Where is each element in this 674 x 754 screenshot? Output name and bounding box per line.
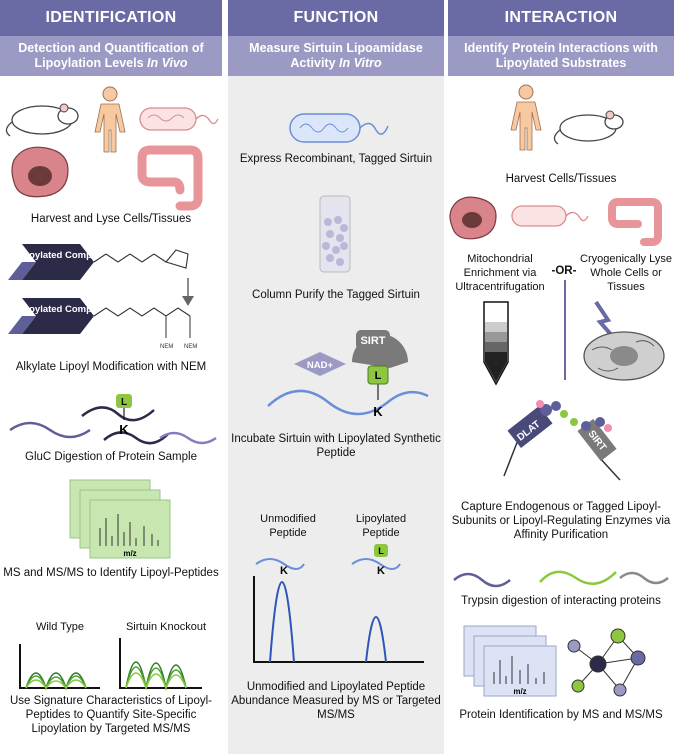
affinity-capture-illustration: DLAT SIRT xyxy=(503,400,621,481)
svg-text:NAD+: NAD+ xyxy=(307,360,334,371)
unmodified-peptide-label: Unmodified Peptide xyxy=(260,513,316,539)
step-harvest-cells: Harvest Cells/Tissues xyxy=(505,173,617,185)
function-subtitle: Measure Sirtuin Lipoamidase Activity In … xyxy=(228,36,444,76)
svg-text:m/z: m/z xyxy=(513,687,526,696)
bacterium-icon xyxy=(139,107,219,131)
step-harvest-lyse: Harvest and Lyse Cells/Tissues xyxy=(30,213,192,225)
centrifuge-tube-icon xyxy=(483,301,509,386)
digestion-illustration: L K xyxy=(9,394,217,445)
step-column-purify: Column Purify the Tagged Sirtuin xyxy=(252,289,420,301)
svg-text:K: K xyxy=(119,422,129,437)
option-ultracentrifugation: Mitochondrial Enrichment via Ultracentri… xyxy=(455,253,545,293)
svg-text:Lipoylated Complex: Lipoylated Complex xyxy=(15,304,106,315)
incubation-illustration: SIRT NAD+ L K xyxy=(267,330,429,419)
organisms-illustration xyxy=(5,86,219,211)
step-alkylate: Alkylate Lipoyl Modification with NEM xyxy=(15,361,207,373)
step-trypsin: Trypsin digestion of interacting protein… xyxy=(461,595,661,607)
or-label: -OR- xyxy=(551,265,577,277)
identification-column: IDENTIFICATION Detection and Quantificat… xyxy=(0,0,222,754)
mouse-icon xyxy=(5,103,79,137)
step-quantify: Use Signature Characteristics of Lipoyl-… xyxy=(10,695,212,735)
step-abundance-measured: Unmodified and Lipoylated Peptide Abunda… xyxy=(231,681,441,721)
interaction-network xyxy=(567,628,646,697)
svg-text:Lipoylated Complex: Lipoylated Complex xyxy=(15,250,106,261)
svg-text:K: K xyxy=(373,404,383,419)
peptide-abundance-plot: K L K xyxy=(253,544,424,663)
svg-text:K: K xyxy=(280,565,288,577)
step-express-sirtuin: Express Recombinant, Tagged Sirtuin xyxy=(239,153,433,165)
quantification-plots xyxy=(19,638,202,692)
mouse-icon xyxy=(553,110,624,145)
organisms-illustration-2 xyxy=(510,84,624,151)
option-cryogenic-lyse: Cryogenically Lyse Whole Cells or Tissue… xyxy=(580,253,672,293)
function-column: FUNCTION Measure Sirtuin Lipoamidase Act… xyxy=(228,0,444,754)
svg-text:L: L xyxy=(375,370,382,382)
trypsin-peptides-illustration xyxy=(453,570,669,588)
interaction-subtitle: Identify Protein Interactions with Lipoy… xyxy=(448,36,674,76)
svg-text:SIRT: SIRT xyxy=(360,335,385,347)
samples-illustration xyxy=(449,196,662,246)
svg-text:L: L xyxy=(378,546,384,556)
options-divider xyxy=(564,280,566,380)
step-ms-identify: MS and MS/MS to Identify Lipoyl-Peptides xyxy=(3,567,219,579)
svg-text:m/z: m/z xyxy=(123,549,136,558)
cell-icon xyxy=(11,146,69,198)
svg-text:NEM: NEM xyxy=(160,344,173,350)
column-purify-icon xyxy=(319,195,351,273)
wild-type-label: Wild Type xyxy=(35,621,85,633)
lipoylated-peptide-label: Lipoylated Peptide xyxy=(355,513,407,539)
alkylation-illustration: Lipoylated Complex Lipoylated Complex NE… xyxy=(8,244,197,350)
interaction-column: INTERACTION Identify Protein Interaction… xyxy=(448,0,674,754)
knockout-label: Sirtuin Knockout xyxy=(125,621,207,633)
identification-subtitle: Detection and Quantification of Lipoylat… xyxy=(0,36,222,76)
interaction-header: INTERACTION xyxy=(448,0,674,36)
complex-bottom: Lipoylated Complex NEM NEM xyxy=(8,298,197,350)
ms-spectra-illustration: m/z xyxy=(69,479,171,559)
step-affinity-capture: Capture Endogenous or Tagged Lipoyl-Subu… xyxy=(451,501,671,541)
step-incubate: Incubate Sirtuin with Lipoylated Synthet… xyxy=(231,433,441,459)
svg-text:NEM: NEM xyxy=(184,344,197,350)
step-protein-identification: Protein Identification by MS and MS/MS xyxy=(459,709,663,721)
intestine-icon xyxy=(137,145,203,211)
protein-id-illustration: m/z xyxy=(463,625,646,697)
lysed-cell-icon xyxy=(583,300,665,381)
svg-text:K: K xyxy=(377,565,385,577)
identification-header: IDENTIFICATION xyxy=(0,0,222,36)
function-header: FUNCTION xyxy=(228,0,444,36)
recombinant-bacterium-icon xyxy=(289,113,389,143)
human-icon xyxy=(94,86,126,153)
step-gluc-digestion: GluC Digestion of Protein Sample xyxy=(25,451,197,463)
complex-top: Lipoylated Complex xyxy=(8,244,189,280)
human-icon xyxy=(510,84,542,151)
svg-text:L: L xyxy=(121,397,127,408)
arrow-down xyxy=(182,278,194,306)
